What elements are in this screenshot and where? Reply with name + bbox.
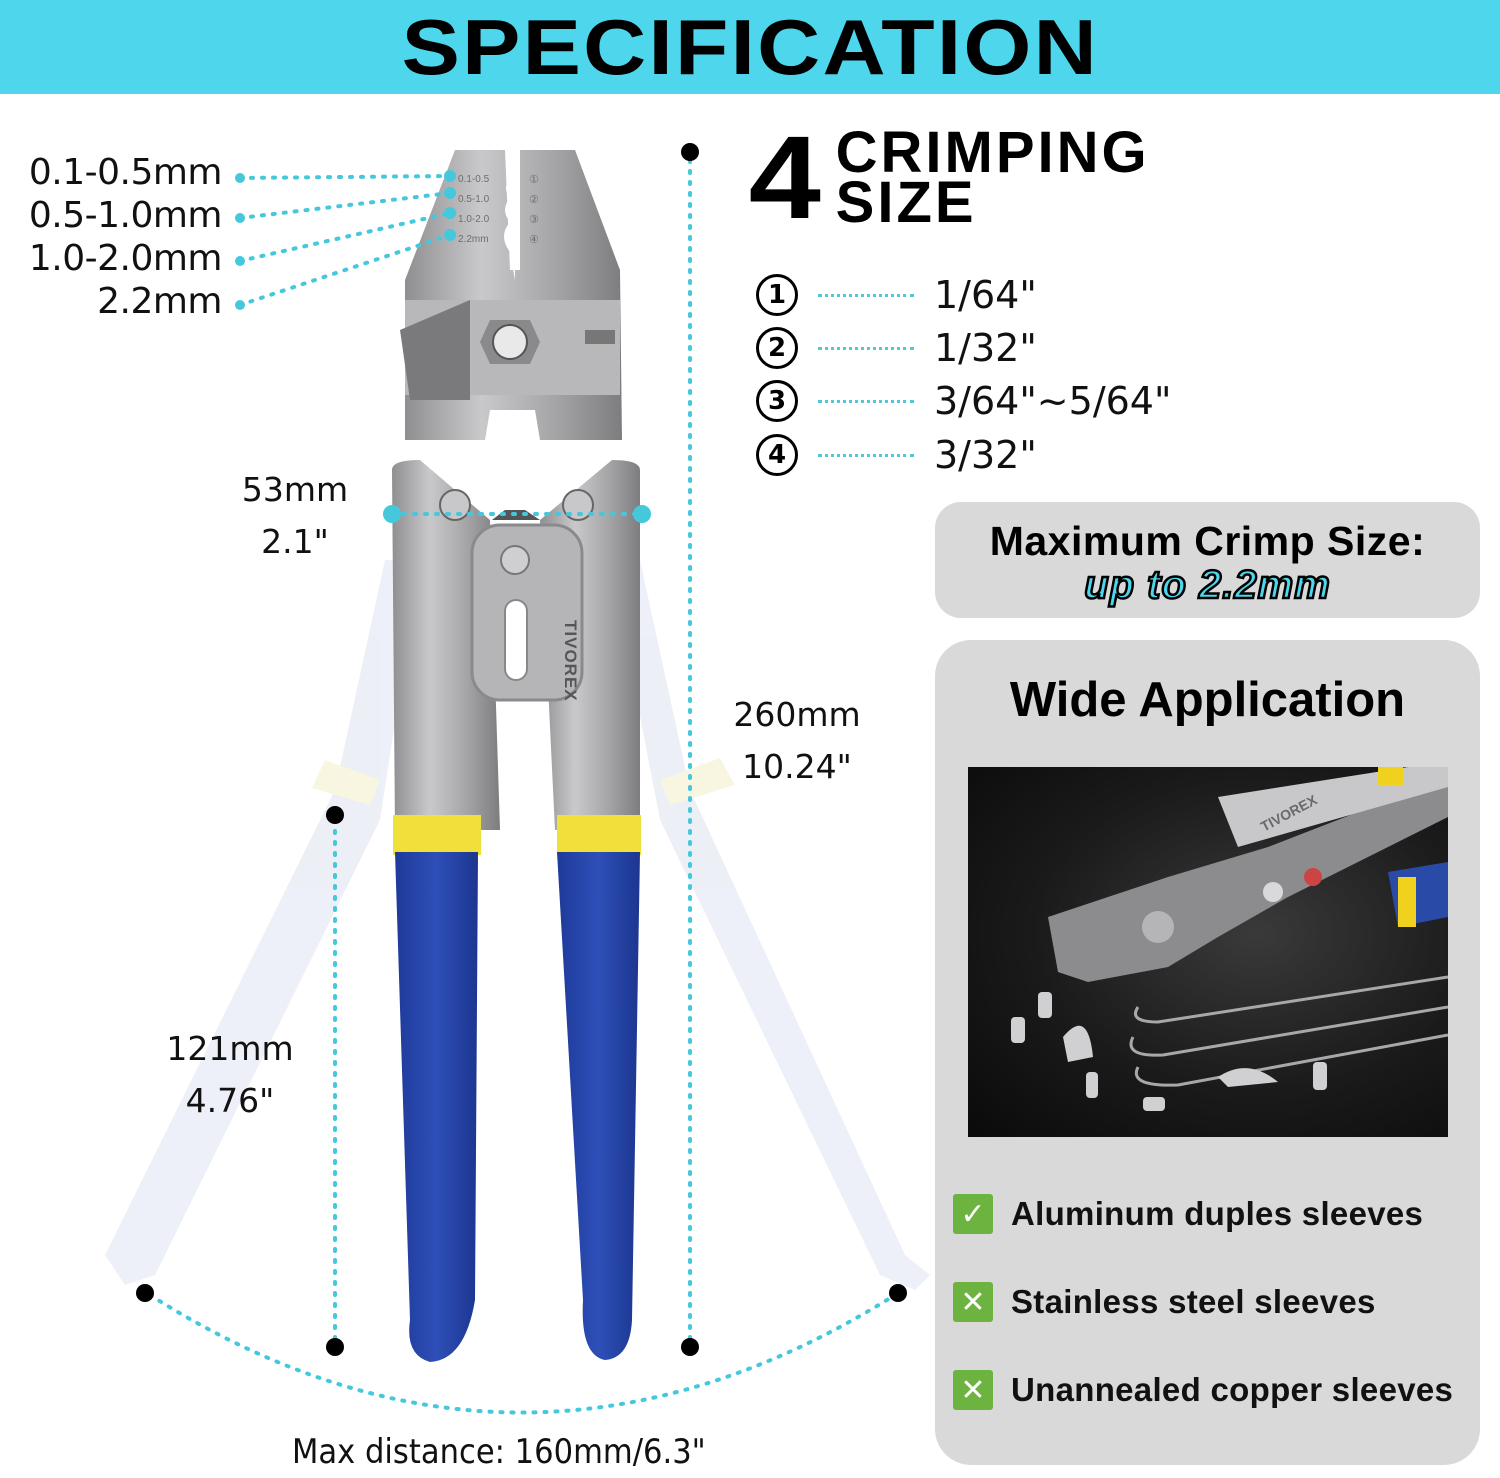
application-item-copper: ✕ Unannealed copper sleeves (953, 1368, 1453, 1412)
dotted-leader (818, 399, 914, 403)
application-item-aluminum: ✓ Aluminum duples sleeves (953, 1192, 1423, 1236)
jaw-head (400, 150, 622, 470)
range-label-4: 2.2mm (97, 281, 222, 322)
crimp-count: 4 (748, 112, 821, 244)
max-crimp-value: up to 2.2mm (1083, 562, 1331, 609)
jaw-engraving: 0.1-0.5 0.5-1.0 1.0-2.0 2.2mm (458, 174, 490, 245)
header-banner: SPECIFICATION (0, 0, 1500, 94)
length-dimension: 260mm 10.24" (733, 695, 861, 786)
size-row-4: 4 3/32" (756, 430, 1037, 480)
range-label-3: 1.0-2.0mm (28, 238, 223, 279)
range-label-2: 0.5-1.0mm (28, 195, 223, 236)
crimping-size-heading: 4 CRIMPING SIZE (748, 112, 1150, 244)
width-dimension: 53mm 2.1" (241, 470, 349, 561)
application-title: Wide Application (1009, 673, 1406, 727)
grip-left (395, 852, 478, 1362)
circled-number-icon: 2 (756, 327, 798, 369)
check-icon: ✓ (953, 1194, 993, 1234)
crimp-title-line2: SIZE (835, 170, 977, 235)
max-distance-label: Max distance: 160mm/6.3" (292, 1432, 706, 1472)
handle-dimension: 121mm 4.76" (166, 1029, 294, 1120)
size-row-2: 2 1/32" (756, 323, 1037, 373)
grip-right (557, 852, 640, 1360)
band-left (393, 815, 481, 855)
band-right (557, 815, 641, 855)
circled-number-icon: 1 (756, 274, 798, 316)
size-row-3: 3 3/64"~5/64" (756, 376, 1171, 426)
ghost-handle-left (105, 560, 420, 1285)
max-crimp-callout: Maximum Crimp Size: up to 2.2mm (935, 502, 1480, 618)
dotted-leader (818, 453, 914, 457)
dotted-leader (818, 293, 914, 297)
ghost-handle-right (610, 560, 930, 1290)
range-label-1: 0.1-0.5mm (28, 152, 223, 193)
tool-brand-mark: TIVOREX (561, 620, 580, 702)
application-photo: TIVOREX (968, 767, 1448, 1137)
cross-icon: ✕ (953, 1282, 993, 1322)
application-item-stainless: ✕ Stainless steel sleeves (953, 1280, 1376, 1324)
jaw-slot-numbers: ① ② ③ ④ (529, 174, 539, 246)
circled-number-icon: 3 (756, 380, 798, 422)
crimp-title-line1: CRIMPING (835, 120, 1150, 185)
max-crimp-label: Maximum Crimp Size: (989, 518, 1426, 564)
application-panel: Wide Application (935, 640, 1480, 1465)
page-title: SPECIFICATION (401, 2, 1099, 91)
cross-icon: ✕ (953, 1370, 993, 1410)
dotted-leader (818, 346, 914, 350)
circled-number-icon: 4 (756, 434, 798, 476)
size-row-1: 1 1/64" (756, 270, 1037, 320)
